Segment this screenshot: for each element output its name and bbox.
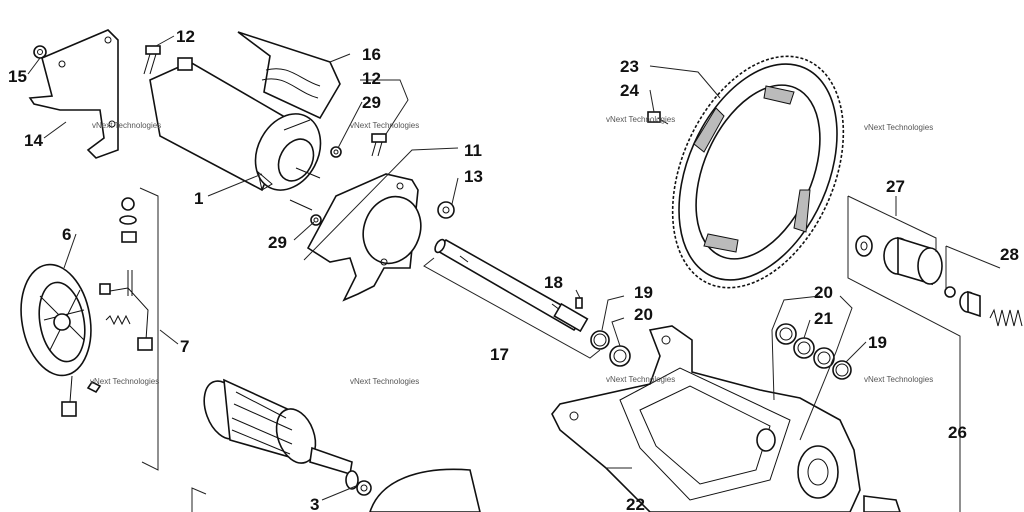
watermark: vNext Technologies xyxy=(90,377,159,386)
watermark: vNext Technologies xyxy=(606,375,675,384)
watermark: vNext Technologies xyxy=(92,121,161,130)
collar xyxy=(959,290,981,318)
shaft-end xyxy=(863,495,901,512)
housing-22 xyxy=(551,325,861,512)
callout-numbers: 15 14 12 16 12 29 1 29 11 13 6 7 17 18 1… xyxy=(8,27,1019,512)
callout-15: 15 xyxy=(8,67,27,86)
mounting-bracket-14 xyxy=(28,29,119,159)
watermark: vNext Technologies xyxy=(350,121,419,130)
washer-3 xyxy=(356,480,372,496)
watermark: vNext Technologies xyxy=(606,115,675,124)
watermarks: vNext Technologies vNext Technologies vN… xyxy=(90,115,933,386)
spring-28 xyxy=(989,308,1023,327)
nut-13 xyxy=(437,201,455,219)
ring-19-right xyxy=(832,360,852,380)
starter-motor-1 xyxy=(149,57,322,211)
callout-14: 14 xyxy=(24,131,43,150)
callout-16: 16 xyxy=(362,45,381,64)
watermark: vNext Technologies xyxy=(350,377,419,386)
callout-11: 11 xyxy=(464,141,482,160)
callout-12-mid: 12 xyxy=(362,69,381,88)
callout-29-top: 29 xyxy=(362,93,381,112)
callout-26: 26 xyxy=(948,423,967,442)
callout-23: 23 xyxy=(620,57,639,76)
brush-spring xyxy=(105,314,131,326)
ring-20-left xyxy=(609,345,631,367)
brush-lead-7 xyxy=(99,283,153,351)
brush-plate-6 xyxy=(20,263,92,377)
watermark: vNext Technologies xyxy=(864,123,933,132)
ring-21 xyxy=(793,337,815,359)
callout-24: 24 xyxy=(620,81,639,100)
snap-ring xyxy=(944,286,956,298)
housing-bottom xyxy=(369,468,481,512)
bracket-11 xyxy=(306,173,422,302)
ring-19-left xyxy=(590,330,610,350)
ring-gear-23 xyxy=(671,55,845,289)
armature xyxy=(203,378,359,490)
terminal-stack xyxy=(119,197,137,243)
brush-small xyxy=(61,375,102,417)
callout-27: 27 xyxy=(886,177,905,196)
nut-15 xyxy=(33,45,47,59)
callout-3: 3 xyxy=(310,495,319,512)
washer-29-upper xyxy=(330,146,342,158)
callout-7: 7 xyxy=(180,337,189,356)
callout-12-top: 12 xyxy=(176,27,195,46)
watermark: vNext Technologies xyxy=(864,375,933,384)
callout-21: 21 xyxy=(814,309,833,328)
washer-27 xyxy=(855,235,873,257)
leader-lines xyxy=(27,35,1001,512)
callout-1: 1 xyxy=(194,189,203,208)
callout-20-left: 20 xyxy=(634,305,653,324)
bolt-12-mid xyxy=(371,133,387,157)
shaft-17 xyxy=(434,238,589,333)
callout-17: 17 xyxy=(490,345,509,364)
pinion-27 xyxy=(883,236,943,286)
callout-6: 6 xyxy=(62,225,71,244)
callout-20-right: 20 xyxy=(814,283,833,302)
pin-18 xyxy=(575,297,583,309)
callout-13: 13 xyxy=(464,167,483,186)
callout-28: 28 xyxy=(1000,245,1019,264)
ring-20-right xyxy=(775,323,797,345)
terminal-bolt xyxy=(127,270,133,296)
bolt-12-top xyxy=(143,45,161,75)
callout-22: 22 xyxy=(626,495,645,512)
callout-18: 18 xyxy=(544,273,563,292)
ring-20-right-b xyxy=(813,347,835,369)
callout-29-bottom: 29 xyxy=(268,233,287,252)
callout-19-right: 19 xyxy=(868,333,887,352)
callout-19-left: 19 xyxy=(634,283,653,302)
